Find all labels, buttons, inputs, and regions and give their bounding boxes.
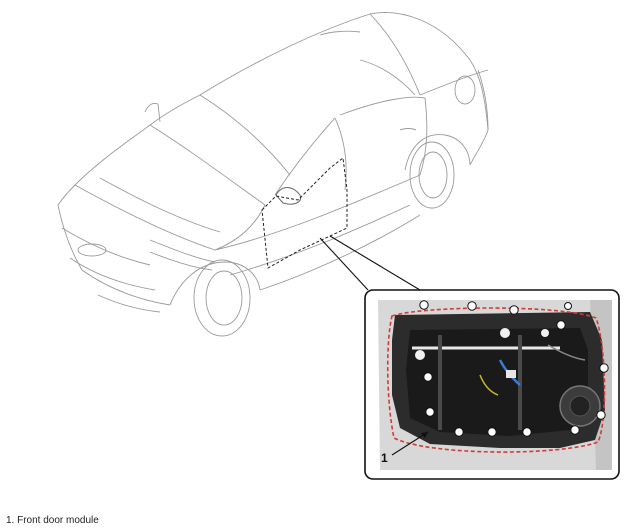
door-module-photo [378, 300, 612, 470]
bolt-icon [596, 410, 606, 420]
callout-arrow [391, 431, 429, 456]
bolt-icon [454, 427, 464, 437]
bolt-icon [467, 301, 477, 311]
module-outline-dashed [386, 307, 606, 453]
bolt-icon [570, 425, 580, 435]
bolt-icon [556, 320, 566, 330]
bolt-icon [423, 372, 433, 382]
leader-line-left [319, 237, 369, 291]
leader-line-right [329, 235, 421, 291]
bolt-icon [425, 407, 435, 417]
bolt-icon [599, 363, 609, 373]
car-illustration [57, 12, 489, 337]
door-outline-dashed [261, 157, 348, 269]
bolt-icon [564, 302, 572, 310]
bolt-icon [522, 427, 532, 437]
bolt-icon [509, 305, 519, 315]
bolt-icon [419, 300, 429, 310]
legend-item: 1. Front door module [6, 515, 99, 526]
callout-number: 1 [381, 451, 388, 465]
callout-arrowhead [421, 432, 428, 438]
mounting-bolts [419, 300, 609, 437]
bolt-icon [487, 427, 497, 437]
